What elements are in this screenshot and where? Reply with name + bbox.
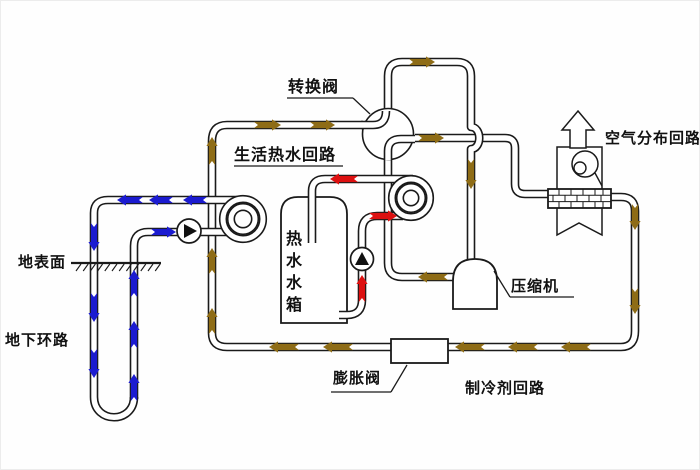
flow-arrow-left	[418, 271, 448, 283]
flow-arrow-left	[183, 194, 207, 206]
flow-arrow-up	[356, 275, 368, 302]
flow-arrow-left	[269, 341, 299, 353]
flow-arrow-up	[128, 270, 140, 297]
flow-arrow-left	[561, 341, 591, 353]
flow-arrow-down	[629, 288, 641, 314]
flow-arrow-up	[206, 137, 218, 165]
flow-arrow-right	[418, 132, 444, 144]
flow-arrow-right	[369, 210, 397, 222]
label-refrigerant-loop: 制冷剂回路	[465, 379, 546, 397]
flow-arrow-up	[206, 248, 218, 274]
air-outlet-arrow-icon	[560, 109, 596, 149]
pipe-valve-to-aircoil	[415, 133, 550, 199]
flow-arrow-down	[88, 349, 100, 378]
flow-arrow-right	[310, 119, 335, 131]
flow-arrow-down	[629, 204, 641, 230]
pipe-ground-bottom	[129, 227, 237, 399]
label-air-loop: 空气分布回路	[605, 129, 700, 147]
pipe-top-loop-to-compressor	[383, 57, 484, 260]
flow-arrow-left	[508, 341, 538, 353]
hot-water-tank	[280, 196, 348, 324]
flow-arrow-right	[151, 226, 176, 238]
fan-volute-line	[594, 172, 603, 187]
label-dhw-loop: 生活热水回路	[234, 145, 337, 164]
flow-arrow-left	[455, 341, 485, 353]
label-reversing-valve: 转换阀	[288, 77, 340, 96]
label-underground-loop: 地下环路	[5, 331, 70, 349]
label-compressor: 压缩机	[511, 277, 560, 295]
compressor-icon	[452, 258, 498, 310]
flow-arrow-up	[206, 308, 218, 334]
air-duct-intake	[556, 208, 603, 237]
ground-pump-right-triangle	[184, 224, 197, 238]
flow-arrow-left	[330, 173, 358, 185]
flow-arrow-right	[409, 56, 435, 68]
flow-arrow-down	[465, 159, 477, 189]
label-expansion-valve: 膨胀阀	[333, 369, 382, 387]
flow-arrow-right	[254, 119, 281, 131]
label-ground-surface: 地表面	[18, 253, 67, 271]
flow-arrow-left	[149, 194, 173, 206]
dhw-pump-up-triangle	[355, 252, 369, 265]
flow-arrow-down	[88, 293, 100, 322]
pointer-compressor	[493, 270, 511, 298]
heat-exchanger-icon	[547, 188, 612, 209]
label-hot-water-tank: 热水水箱	[286, 229, 303, 314]
flow-arrow-left	[117, 194, 143, 206]
flow-arrow-up	[128, 374, 140, 401]
flow-arrow-left	[323, 341, 353, 353]
flow-arrow-down	[88, 223, 100, 251]
expansion-valve-icon	[390, 338, 449, 364]
flow-arrow-up	[128, 321, 140, 348]
